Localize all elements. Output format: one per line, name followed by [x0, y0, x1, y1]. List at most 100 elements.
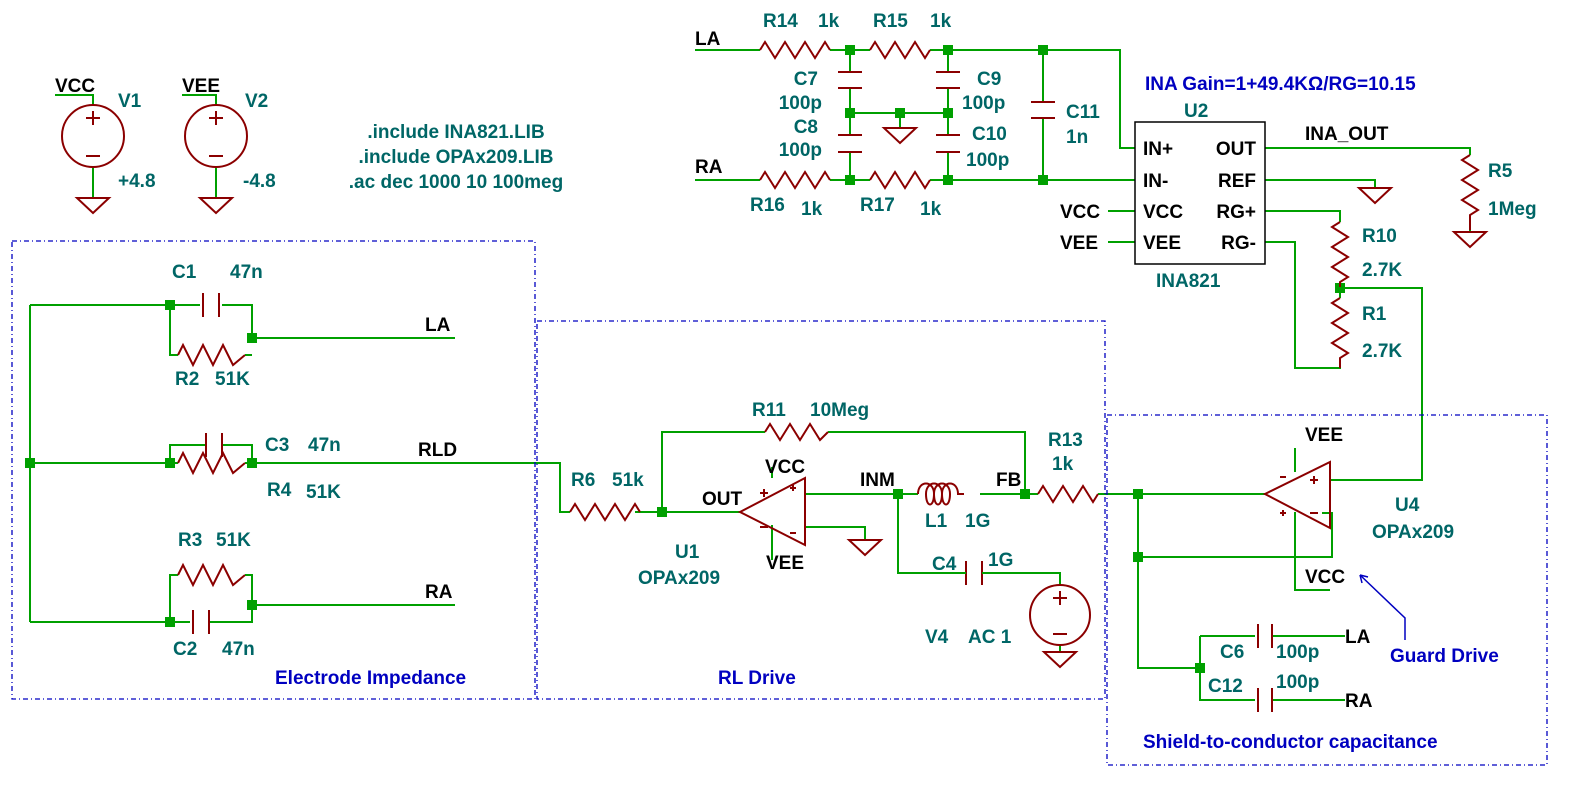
net-label-ra-shield: RA: [1345, 691, 1373, 712]
capacitor-c9: [936, 71, 960, 89]
net-label-vcc-u4: VCC: [1305, 567, 1345, 588]
net-label-ina-out: INA_OUT: [1305, 124, 1389, 145]
value-v2: -4.8: [243, 171, 276, 192]
value-r3: 51K: [216, 530, 251, 551]
part-u1: OPAx209: [638, 568, 720, 589]
capacitor-c4: [965, 561, 983, 585]
opamp-u1: [737, 476, 806, 547]
svg-text:.ac dec 1000 10 100meg: .ac dec 1000 10 100meg: [349, 172, 563, 193]
ref-r2: R2: [175, 369, 199, 390]
value-c8: 100p: [779, 140, 822, 161]
ref-r13: R13: [1048, 430, 1083, 451]
capacitor-c10: [936, 134, 960, 153]
part-u4: OPAx209: [1372, 522, 1454, 543]
value-r14: 1k: [818, 11, 840, 32]
inductor-l1: [917, 482, 964, 506]
value-c1: 47n: [230, 262, 263, 283]
ref-v2: V2: [245, 91, 268, 112]
ref-u2: U2: [1184, 101, 1208, 122]
capacitor-c7: [838, 71, 862, 89]
ref-r11: R11: [752, 400, 786, 421]
resistor-r15: [869, 40, 931, 60]
junction-nodes: [25, 45, 1345, 673]
net-label-rld: RLD: [418, 440, 457, 461]
pin-rg-minus: RG-: [1221, 233, 1256, 254]
resistor-symbols: [177, 40, 1480, 588]
value-c11: 1n: [1066, 127, 1088, 148]
ref-c3: C3: [265, 435, 289, 456]
value-r5: 1Meg: [1488, 199, 1537, 220]
ref-r15: R15: [873, 11, 908, 32]
ref-c1: C1: [172, 262, 197, 283]
net-label-la-shield: LA: [1345, 627, 1371, 648]
ref-r6: R6: [571, 470, 595, 491]
net-label-vee-u4: VEE: [1305, 425, 1343, 446]
value-r1: 2.7K: [1362, 341, 1402, 362]
ina-gain-note: INA Gain=1+49.4KΩ/RG=10.15: [1145, 74, 1416, 95]
value-c6: 100p: [1276, 642, 1319, 663]
value-r16: 1k: [801, 199, 823, 220]
ref-c12: C12: [1208, 676, 1243, 697]
ref-u1: U1: [675, 542, 700, 563]
ina821-block: [1134, 121, 1266, 265]
capacitor-c1: [202, 293, 220, 317]
ref-r4: R4: [267, 480, 292, 501]
resistor-r3: [177, 562, 246, 588]
net-label-la: LA: [695, 29, 721, 50]
resistor-r16: [759, 170, 831, 190]
block-label-electrode: Electrode Impedance: [275, 668, 466, 689]
capacitor-c11: [1031, 101, 1055, 119]
net-label-vcc: VCC: [55, 76, 95, 97]
net-label-la-electrode: LA: [425, 315, 451, 336]
ref-c4: C4: [932, 554, 957, 575]
pin-vcc: VCC: [1143, 202, 1183, 223]
guard-drive-label: Guard Drive: [1390, 646, 1499, 667]
guard-drive-arrow: [1359, 574, 1406, 640]
block-rl-drive: [536, 320, 1106, 700]
value-r4: 51K: [306, 482, 341, 503]
capacitor-c2: [192, 610, 210, 634]
value-c3: 47n: [308, 435, 341, 456]
ref-c9: C9: [977, 69, 1001, 90]
capacitor-symbols: [192, 71, 1273, 712]
block-label-rl-drive: RL Drive: [718, 668, 796, 689]
ground-icon: [881, 127, 919, 145]
value-r17: 1k: [920, 199, 942, 220]
ref-r14: R14: [763, 11, 798, 32]
resistor-r2: [177, 342, 246, 368]
net-label-inm: INM: [860, 470, 895, 491]
svg-text:.include OPAx209.LIB: .include OPAx209.LIB: [359, 147, 554, 168]
ref-c10: C10: [972, 124, 1007, 145]
ground-icon: [74, 197, 112, 215]
net-label-ra: RA: [695, 157, 723, 178]
value-v1: +4.8: [118, 171, 156, 192]
ref-u4: U4: [1395, 495, 1420, 516]
ground-icon: [1451, 231, 1489, 249]
resistor-r10: [1330, 221, 1350, 287]
ref-r16: R16: [750, 195, 785, 216]
pin-in-plus: IN+: [1143, 139, 1173, 160]
value-c10: 100p: [966, 150, 1009, 171]
capacitor-c3: [205, 433, 223, 457]
net-label-vee-ina: VEE: [1060, 233, 1098, 254]
ref-r17: R17: [860, 195, 895, 216]
value-c7: 100p: [779, 93, 822, 114]
block-electrode: [11, 240, 536, 700]
pin-out: OUT: [1216, 139, 1257, 160]
value-r2: 51K: [215, 369, 250, 390]
ref-c2: C2: [173, 639, 197, 660]
net-label-ra-electrode: RA: [425, 582, 453, 603]
ref-c11: C11: [1066, 102, 1100, 123]
ground-icon: [1356, 187, 1394, 205]
ref-c8: C8: [794, 117, 818, 138]
pin-in-minus: IN-: [1143, 171, 1168, 192]
resistor-r5: [1460, 154, 1480, 230]
resistor-r1: [1330, 297, 1350, 368]
ground-symbols: [74, 127, 1489, 669]
voltage-source-v4: [1029, 584, 1091, 646]
value-c4: 1G: [988, 550, 1013, 571]
pin-rg-plus: RG+: [1216, 202, 1256, 223]
value-v4: AC 1: [968, 627, 1012, 648]
resistor-r13: [1037, 484, 1099, 504]
